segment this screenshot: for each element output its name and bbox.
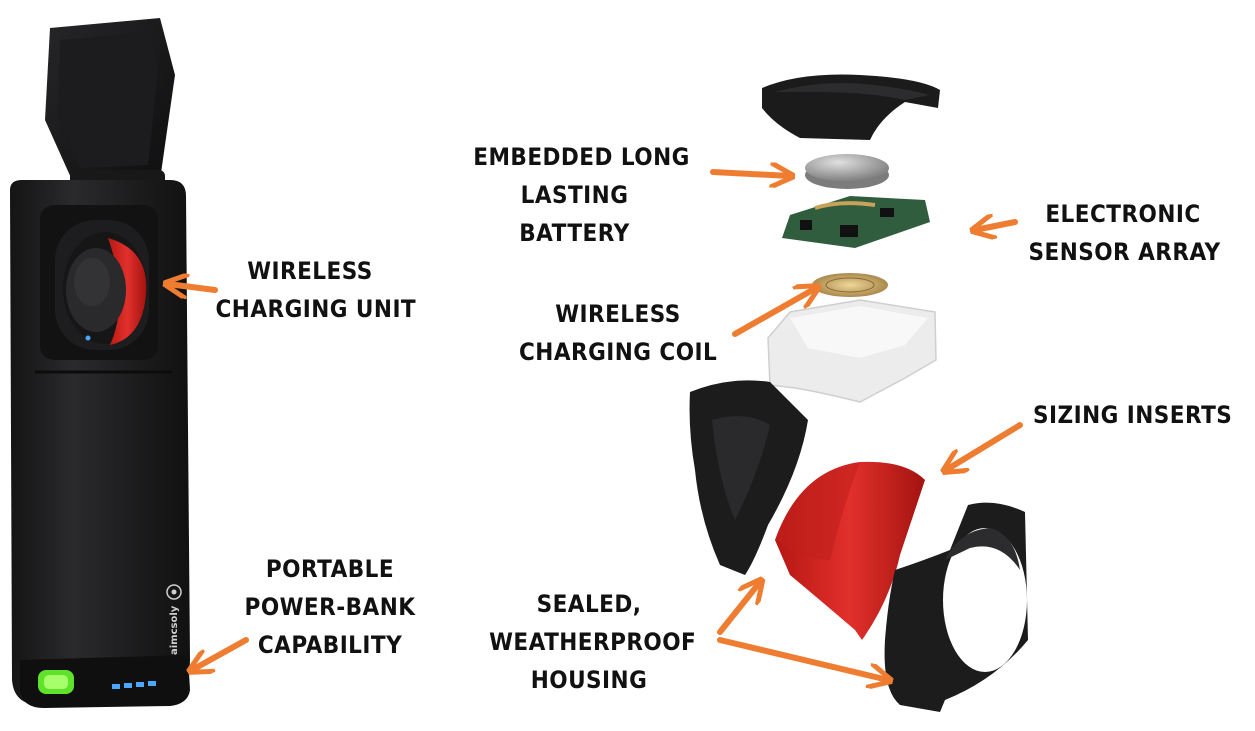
label-wireless-charging-coil: WIRELESS CHARGING COIL: [519, 295, 717, 371]
label-line: BATTERY: [519, 219, 630, 247]
label-line: CHARGING COIL: [519, 338, 718, 366]
pcb-chip-1: [800, 220, 812, 230]
arrow-icon: [710, 172, 790, 176]
housing-left-inner: [712, 416, 770, 520]
pcb-flex: [814, 201, 876, 210]
callout-arrows: [168, 172, 1023, 680]
arrow-icon: [717, 637, 888, 680]
label-line: ELECTRONIC: [1045, 200, 1201, 228]
cradle-led: [85, 335, 91, 341]
battery-led-1: [112, 684, 120, 689]
housing-right-opening: [943, 528, 1027, 672]
label-portable-power-bank: PORTABLE POWER-BANK CAPABILITY: [245, 550, 416, 664]
label-line: CHARGING UNIT: [215, 295, 417, 323]
label-line: WIRELESS: [555, 300, 681, 328]
label-electronic-sensor-array: ELECTRONIC SENSOR ARRAY: [1028, 195, 1221, 271]
sizing-insert-shade: [775, 462, 860, 560]
brand-text: aimcsoly: [169, 605, 180, 655]
power-led-glow: [44, 675, 68, 689]
charging-power-bank-device: aimcsoly: [10, 18, 190, 708]
battery-led-4: [148, 681, 156, 686]
label-line: CAPABILITY: [257, 631, 403, 659]
label-line: SENSOR ARRAY: [1028, 238, 1221, 266]
battery-led-2: [124, 683, 132, 688]
brand-logo-icon: [166, 584, 182, 600]
label-embedded-battery: EMBEDDED LONG LASTING BATTERY: [473, 138, 690, 252]
label-line: PORTABLE: [265, 555, 395, 583]
label-line: LASTING: [520, 181, 629, 209]
label-sizing-inserts: SIZING INSERTS: [1033, 396, 1233, 434]
arrow-icon: [192, 637, 249, 670]
white-tray-inner: [790, 306, 928, 358]
label-line: WEATHERPROOF: [489, 628, 697, 656]
housing-right-highlight: [945, 528, 1020, 570]
device-lid-inner: [58, 32, 158, 168]
exploded-view: [689, 74, 1028, 712]
arrow-icon: [168, 284, 218, 290]
label-line: SIZING INSERTS: [1033, 401, 1233, 429]
coil-winding: [825, 277, 875, 293]
arrow-icon: [975, 222, 1018, 230]
arrow-icon: [946, 422, 1023, 470]
label-wireless-charging-unit: WIRELESS CHARGING UNIT: [215, 252, 417, 328]
label-line: HOUSING: [530, 666, 648, 694]
brand-logo-dot: [171, 589, 177, 595]
battery-led-3: [136, 682, 144, 687]
label-line: EMBEDDED LONG: [473, 143, 690, 171]
label-sealed-housing: SEALED, WEATHERPROOF HOUSING: [489, 585, 697, 699]
pcb-chip-3: [880, 208, 894, 217]
charging-coil: [812, 273, 888, 297]
device-base: [20, 655, 190, 708]
label-line: SEALED,: [536, 590, 642, 618]
sensor-puck-highlight: [74, 258, 110, 306]
label-line: POWER-BANK: [244, 593, 416, 621]
pcb-chip-2: [840, 225, 858, 237]
arrow-icon: [732, 288, 816, 337]
top-cap-highlight: [775, 83, 930, 100]
arrow-icon: [717, 582, 760, 635]
label-line: WIRELESS: [247, 257, 373, 285]
battery-coin: [805, 154, 889, 182]
